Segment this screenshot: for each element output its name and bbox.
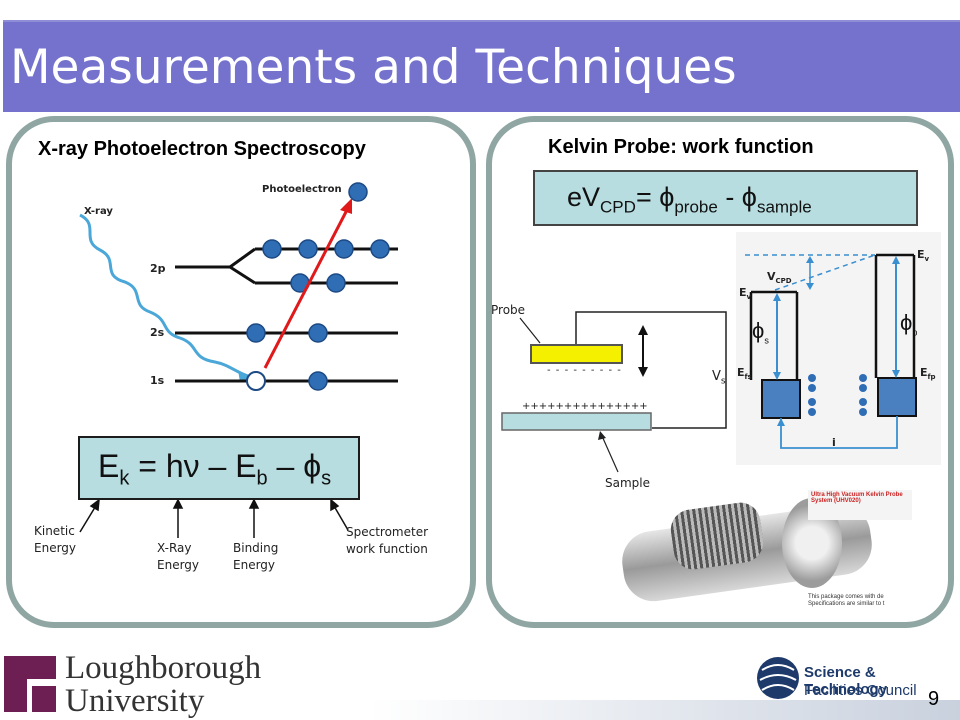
footer-gradient [370, 700, 960, 720]
xps-formula-box: Ek = hν – Eb – ϕs [78, 436, 360, 500]
level-1s-label: 1s [150, 374, 165, 387]
xps-heading: X-ray Photoelectron Spectroscopy [38, 138, 366, 160]
title-bar [3, 20, 960, 112]
level-2p-split-upper [229, 247, 256, 269]
electron [334, 239, 354, 259]
university-name: University [65, 683, 205, 719]
probe-label: Probe [491, 303, 526, 317]
level-2p-split-lower [229, 265, 256, 285]
phi-s-label: ϕs [752, 318, 769, 346]
slide-title: Measurements and Techniques [10, 40, 737, 95]
efp-label: Efp [920, 366, 936, 382]
current-label: i [832, 436, 836, 449]
circuit-wire [575, 311, 727, 429]
kelvin-formula: eVCPD= ϕprobe - ϕsample [567, 182, 812, 217]
page-number: 9 [928, 688, 940, 710]
photo-caption: Ultra High Vacuum Kelvin Probe System (U… [808, 490, 912, 520]
level-2p-label: 2p [150, 262, 166, 275]
loughborough-name: Loughborough [65, 650, 262, 686]
positive-charges: +++++++++++++++ [522, 401, 648, 412]
photoelectron-arrow [263, 207, 350, 369]
stfc-line-1: Science & Technology [804, 664, 888, 698]
energy-band-diagram [736, 232, 941, 465]
electron [246, 323, 266, 343]
sample-label: Sample [605, 476, 650, 490]
electron [370, 239, 390, 259]
phi-p-label: ϕp [900, 310, 918, 338]
kelvin-heading: Kelvin Probe: work function [548, 136, 814, 158]
electron [262, 239, 282, 259]
kelvin-formula-box: eVCPD= ϕprobe - ϕsample [533, 170, 918, 226]
vcpd-label: VCPD [767, 270, 792, 286]
ev-probe-label: Ev [917, 248, 930, 264]
xps-formula: Ek = hν – Eb – ϕs [98, 448, 332, 490]
electron [308, 371, 328, 391]
electron [298, 239, 318, 259]
electron [326, 273, 346, 293]
sample-plate [501, 412, 652, 431]
xray-wave [79, 213, 249, 378]
probe-fermi-box [877, 377, 917, 417]
core-hole [246, 371, 266, 391]
stfc-line-2: Facilities Council [804, 682, 917, 699]
probe-plate [530, 344, 623, 364]
photoelectron-arrowhead [340, 198, 352, 214]
ev-sample-label: Ev [739, 286, 752, 302]
efs-label: Efs [737, 366, 752, 382]
electron [308, 323, 328, 343]
level-2s-label: 2s [150, 326, 165, 339]
xray-label: X-ray [84, 206, 113, 217]
photoelectron-dot [348, 182, 368, 202]
negative-charges: - - - - - - - - - [547, 365, 622, 376]
photoelectron-label: Photoelectron [262, 184, 342, 195]
vs-label: Vs [712, 369, 726, 387]
kelvin-probe-photo: Ultra High Vacuum Kelvin Probe System (U… [612, 488, 912, 616]
